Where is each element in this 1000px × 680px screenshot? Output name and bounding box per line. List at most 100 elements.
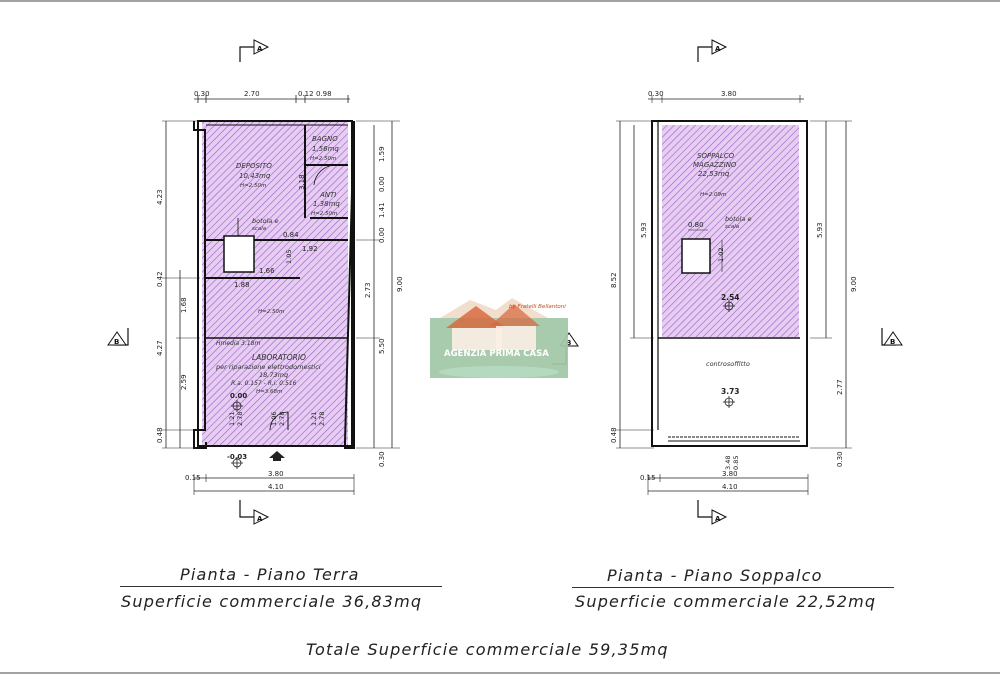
caption-right-title: Pianta - Piano Soppalco bbox=[607, 566, 823, 585]
m-botola-label1: botola e bbox=[725, 215, 751, 223]
m-dim-left-1: 8.52 bbox=[610, 272, 618, 288]
agency-logo: by Fratelli Bellantoni AGENZIA PRIMA CAS… bbox=[430, 298, 568, 378]
g-dim-left-3: 4.27 bbox=[156, 340, 164, 356]
lab-height: H=3.68m bbox=[256, 389, 282, 395]
caption-left-rule bbox=[120, 586, 442, 587]
g-section-b-right: B bbox=[566, 339, 571, 347]
g-dim-right-5: 2.73 bbox=[364, 282, 372, 298]
g-section-a-top: A bbox=[257, 45, 263, 53]
g-door-dim-0: 1.21 bbox=[228, 412, 236, 426]
g-dim-right-4: 9.00 bbox=[396, 276, 404, 292]
m-dim-bottom-2: 4.10 bbox=[722, 483, 738, 491]
g-hmedia: Hmedia 3.18m bbox=[216, 340, 260, 347]
m-contro: controsoffitto bbox=[706, 360, 750, 368]
ground-hatch bbox=[202, 122, 348, 447]
m-door-dim-0: 3.48 bbox=[724, 456, 732, 470]
m-botola-label2: scala bbox=[725, 224, 740, 230]
logo-name: AGENZIA PRIMA CASA bbox=[444, 349, 549, 359]
m-dim-top-1: 3.80 bbox=[721, 90, 737, 98]
g-mid-height: H=2.50m bbox=[258, 309, 284, 315]
deposito-dim: 3.18 bbox=[298, 174, 306, 190]
g-door-dim-3: 2.78 bbox=[278, 412, 286, 426]
g-dim-right-1: 0.00 bbox=[378, 176, 386, 192]
g-dim-right-0: 1.59 bbox=[378, 146, 386, 162]
g-dim-bottom-2: 4.10 bbox=[268, 483, 284, 491]
deposito-area: 10,43mq bbox=[239, 172, 271, 180]
g-door-dim-1: 2.78 bbox=[236, 412, 244, 426]
g-botola-label2: scala bbox=[252, 226, 267, 232]
lab-ratio: R.a. 0.157 - R.i. 0.516 bbox=[231, 380, 297, 387]
g-section-b-left: B bbox=[114, 338, 119, 346]
m-dim-right-0: 5.93 bbox=[816, 222, 824, 238]
m-dim-top-0: 0.30 bbox=[648, 90, 664, 98]
g-botola-d5: 1.88 bbox=[234, 281, 250, 289]
soppalco-name1: SOPPALCO bbox=[697, 152, 735, 160]
m-level-bottom: 3.73 bbox=[721, 387, 740, 396]
g-dim-left-2: 1.68 bbox=[180, 297, 188, 313]
caption-right-rule bbox=[572, 587, 894, 588]
soppalco-height: H=2.09m bbox=[700, 192, 726, 198]
m-dim-right-1: 9.00 bbox=[850, 276, 858, 292]
anti-area: 1,38mq bbox=[313, 200, 340, 208]
g-botola-label1: botola e bbox=[252, 217, 278, 225]
g-dim-top-3: 0.98 bbox=[316, 90, 332, 98]
g-dim-top-2: 0.12 bbox=[298, 90, 314, 98]
caption-right-sub: Superficie commerciale 22,52mq bbox=[575, 592, 877, 611]
m-dim-bottom-0: 0.15 bbox=[640, 474, 656, 482]
m-dim-bottom-1: 3.80 bbox=[722, 470, 738, 478]
bagno-name: BAGNO bbox=[312, 135, 338, 143]
g-dim-top-0: 0.30 bbox=[194, 90, 210, 98]
m-dim-right-2: 2.77 bbox=[836, 379, 844, 395]
caption-total: Totale Superficie commerciale 59,35mq bbox=[306, 640, 669, 659]
mezzanine-floor-plan: A A B 0.30 3.80 5.93 8.52 0.48 5.93 9.00… bbox=[610, 39, 903, 525]
m-botola-w: 0.80 bbox=[688, 221, 704, 229]
m-botola-h: 1.02 bbox=[717, 248, 725, 262]
g-door-dim-5: 2.78 bbox=[318, 412, 326, 426]
g-dim-right-3: 0.00 bbox=[378, 227, 386, 243]
g-dim-right-7: 0.30 bbox=[378, 451, 386, 467]
lab-area: 18,73mq bbox=[259, 371, 288, 379]
g-botola-d2: 1.92 bbox=[302, 245, 318, 253]
m-section-b-right: B bbox=[890, 338, 895, 346]
g-dim-bottom-1: 3.80 bbox=[268, 470, 284, 478]
ground-floor-plan: 0.30 2.70 0.12 0.98 4.23 0.42 1.68 4.27 … bbox=[107, 39, 579, 525]
g-section-a-bottom: A bbox=[257, 515, 263, 523]
g-dim-right-2: 1.41 bbox=[378, 202, 386, 218]
m-section-a-top: A bbox=[715, 45, 721, 53]
g-dim-left-4: 2.59 bbox=[180, 374, 188, 390]
g-botola-d1: 0.84 bbox=[283, 231, 299, 239]
lab-desc: per riparazione elettrodomestici bbox=[215, 363, 321, 371]
g-dim-top-1: 2.70 bbox=[244, 90, 260, 98]
g-level-inside: 0.00 bbox=[230, 392, 247, 400]
g-dim-right-6: 5.50 bbox=[378, 338, 386, 354]
m-dim-left-0: 5.93 bbox=[640, 222, 648, 238]
anti-name: ANTI bbox=[319, 191, 336, 199]
m-dim-right-3: 0.30 bbox=[836, 451, 844, 467]
deposito-name: DEPOSITO bbox=[236, 162, 272, 170]
caption-left-sub: Superficie commerciale 36,83mq bbox=[121, 592, 423, 611]
soppalco-name2: MAGAZZINO bbox=[693, 161, 737, 169]
g-dim-left-0: 4.23 bbox=[156, 189, 164, 205]
bagno-height: H=2.50m bbox=[310, 156, 336, 162]
anti-height: H=2.50m bbox=[311, 211, 337, 217]
g-dim-left-1: 0.42 bbox=[156, 271, 164, 287]
logo-top-text: by Fratelli Bellantoni bbox=[509, 304, 566, 310]
g-door-dim-2: 1.06 bbox=[270, 412, 278, 426]
lab-name: LABORATORIO bbox=[252, 353, 306, 362]
soppalco-area: 22,53mq bbox=[698, 170, 730, 178]
m-door-dim-1: 0.85 bbox=[732, 456, 740, 470]
g-dim-left-5: 0.48 bbox=[156, 427, 164, 443]
m-level-top: 2.54 bbox=[721, 293, 740, 302]
g-botola-d3: 1.05 bbox=[285, 250, 293, 264]
deposito-height: H=2.50m bbox=[240, 183, 266, 189]
mezz-hatch bbox=[662, 125, 799, 337]
bagno-area: 1,56mq bbox=[312, 145, 339, 153]
g-level-outside: -0.03 bbox=[227, 453, 247, 461]
caption-left-title: Pianta - Piano Terra bbox=[180, 565, 360, 584]
m-dim-left-2: 0.48 bbox=[610, 427, 618, 443]
m-section-a-bottom: A bbox=[715, 515, 721, 523]
g-dim-bottom-0: 0.15 bbox=[185, 474, 201, 482]
g-door-dim-4: 1.21 bbox=[310, 412, 318, 426]
